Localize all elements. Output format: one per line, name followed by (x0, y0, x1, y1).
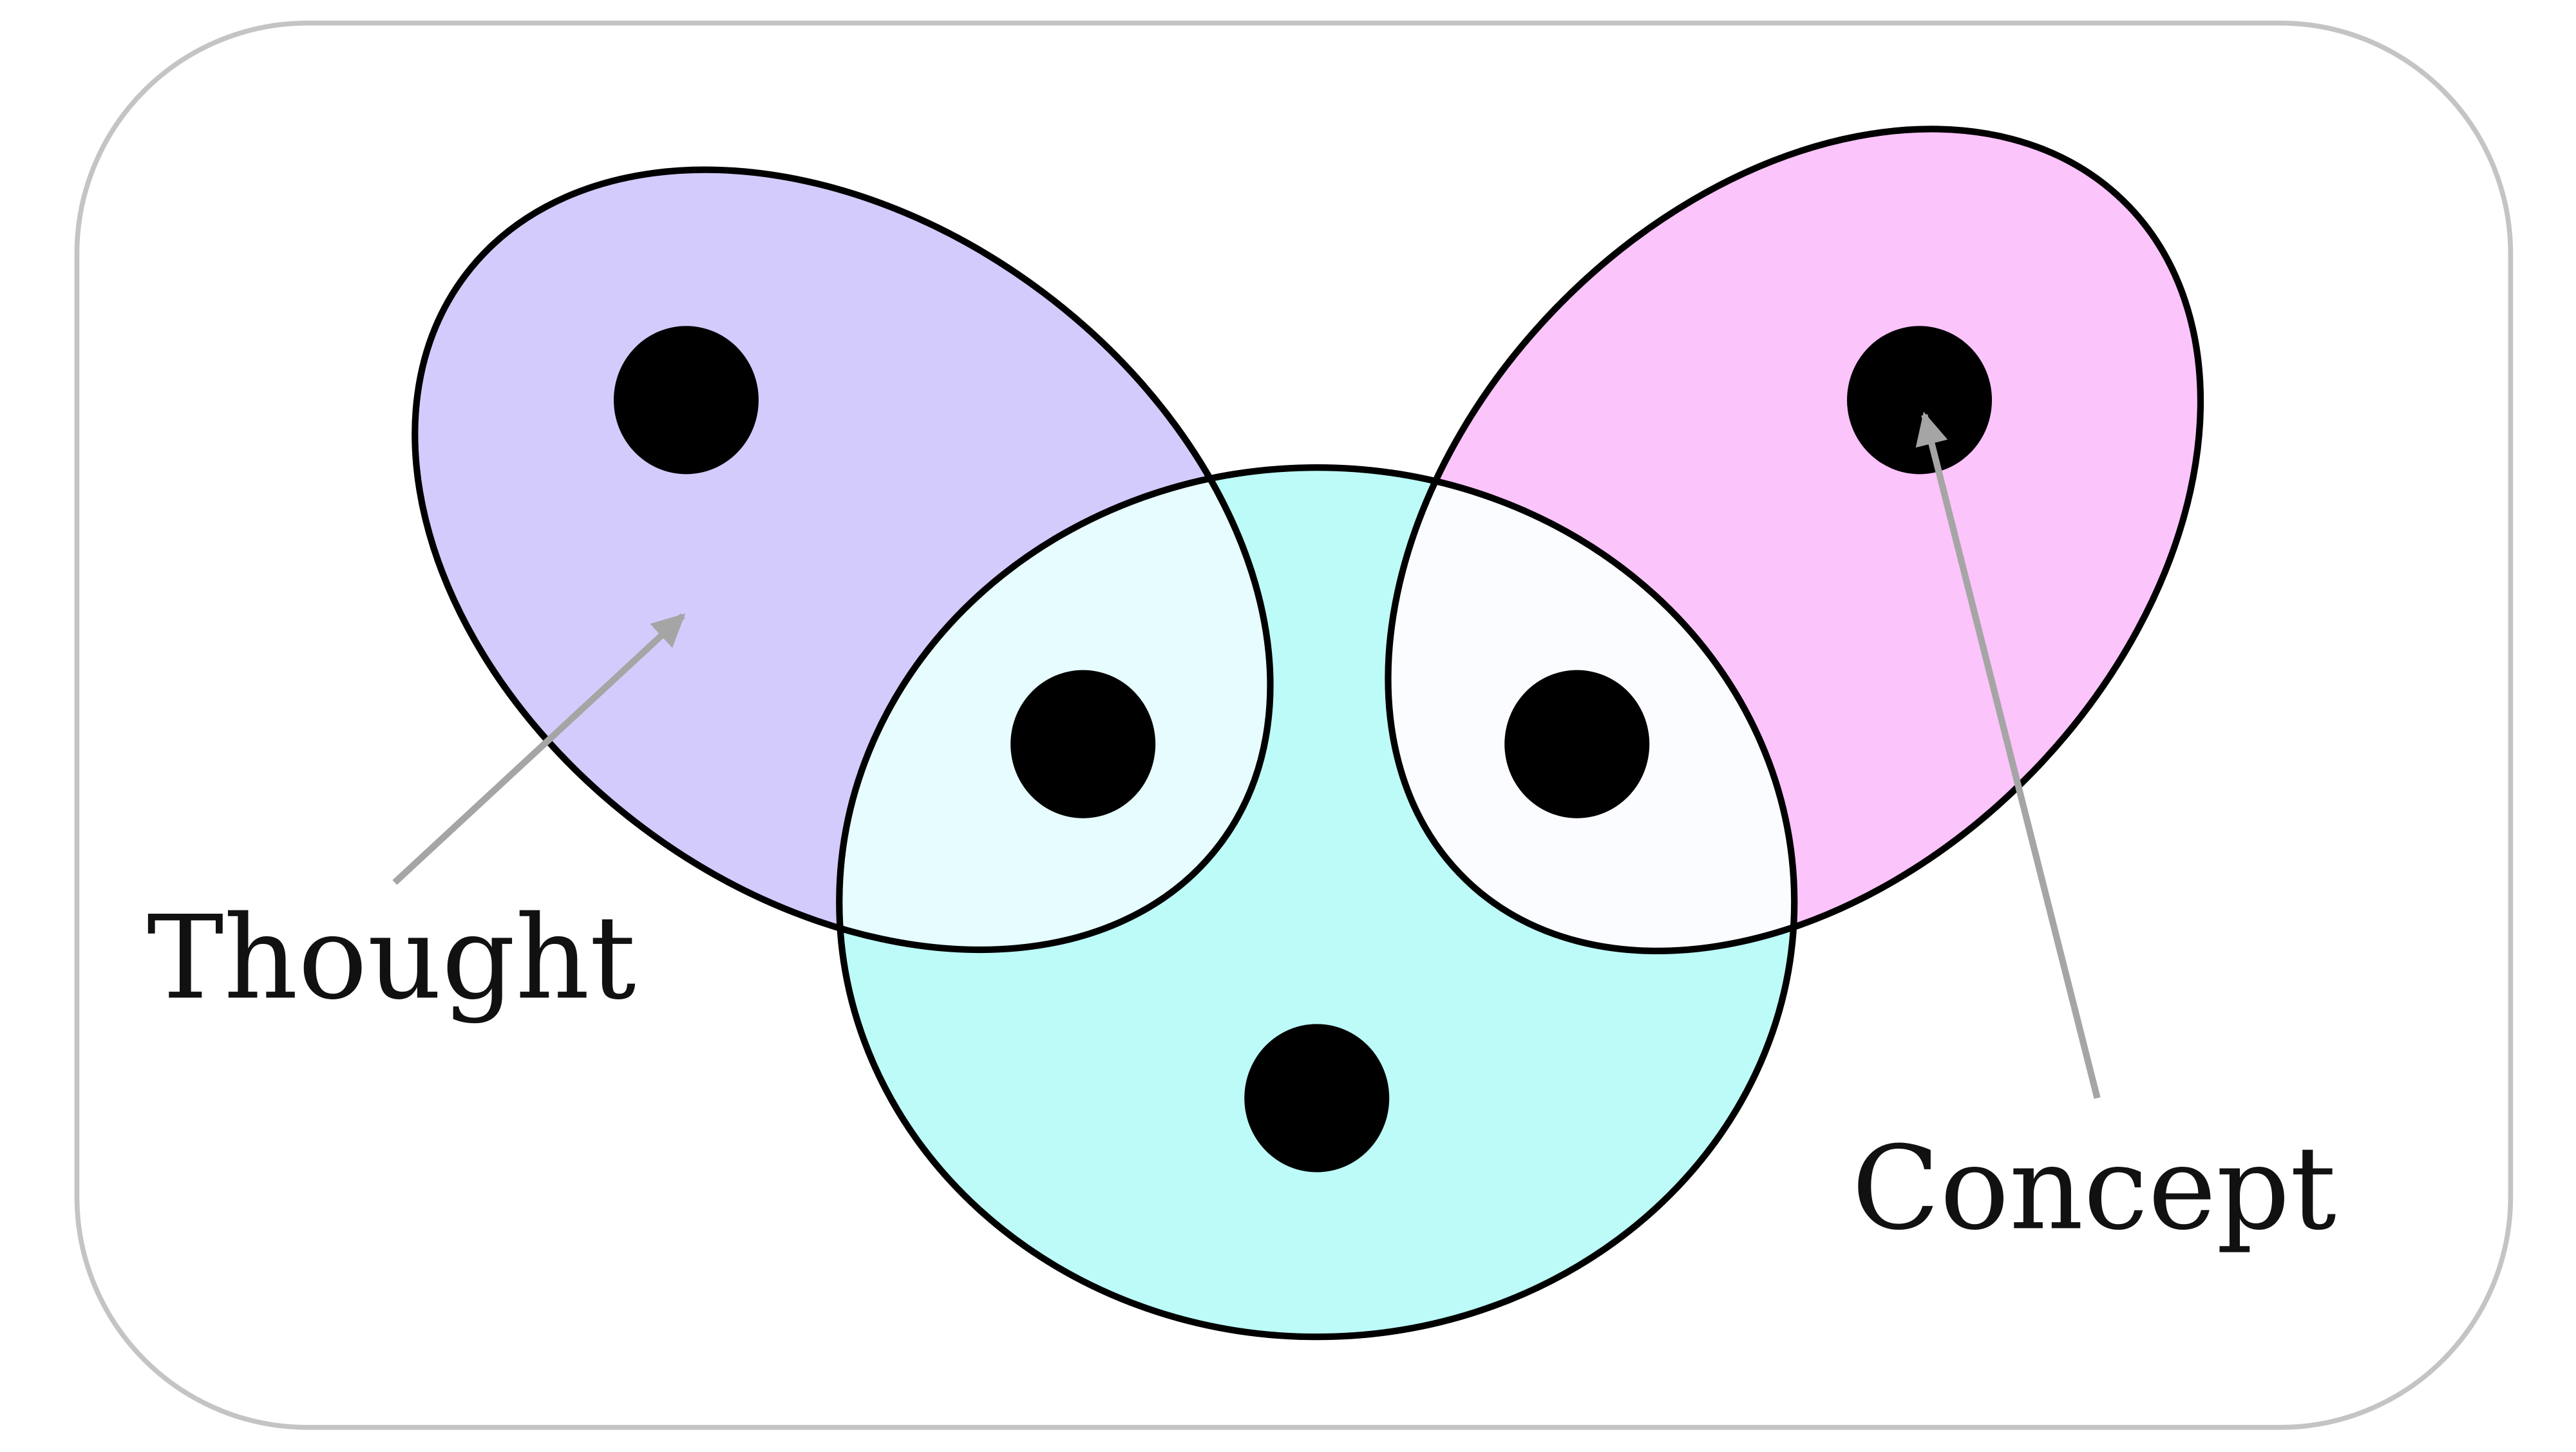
dot-left-only (613, 326, 759, 475)
bottom-set-outline (836, 464, 1798, 1341)
diagram-frame (74, 20, 2514, 1430)
dot-left-bottom-overlap (1010, 670, 1156, 818)
thought-arrow (392, 613, 686, 885)
dot-right-only (1847, 326, 1993, 475)
left-set-outline (412, 166, 1274, 954)
right-set-outline (1385, 126, 2204, 954)
dot-right-bottom-overlap (1504, 670, 1650, 818)
concept-arrow (1915, 411, 2101, 1099)
concept-label: Concept (1852, 1122, 2336, 1256)
dot-bottom-only (1244, 1024, 1390, 1173)
thought-label: Thought (147, 891, 636, 1025)
